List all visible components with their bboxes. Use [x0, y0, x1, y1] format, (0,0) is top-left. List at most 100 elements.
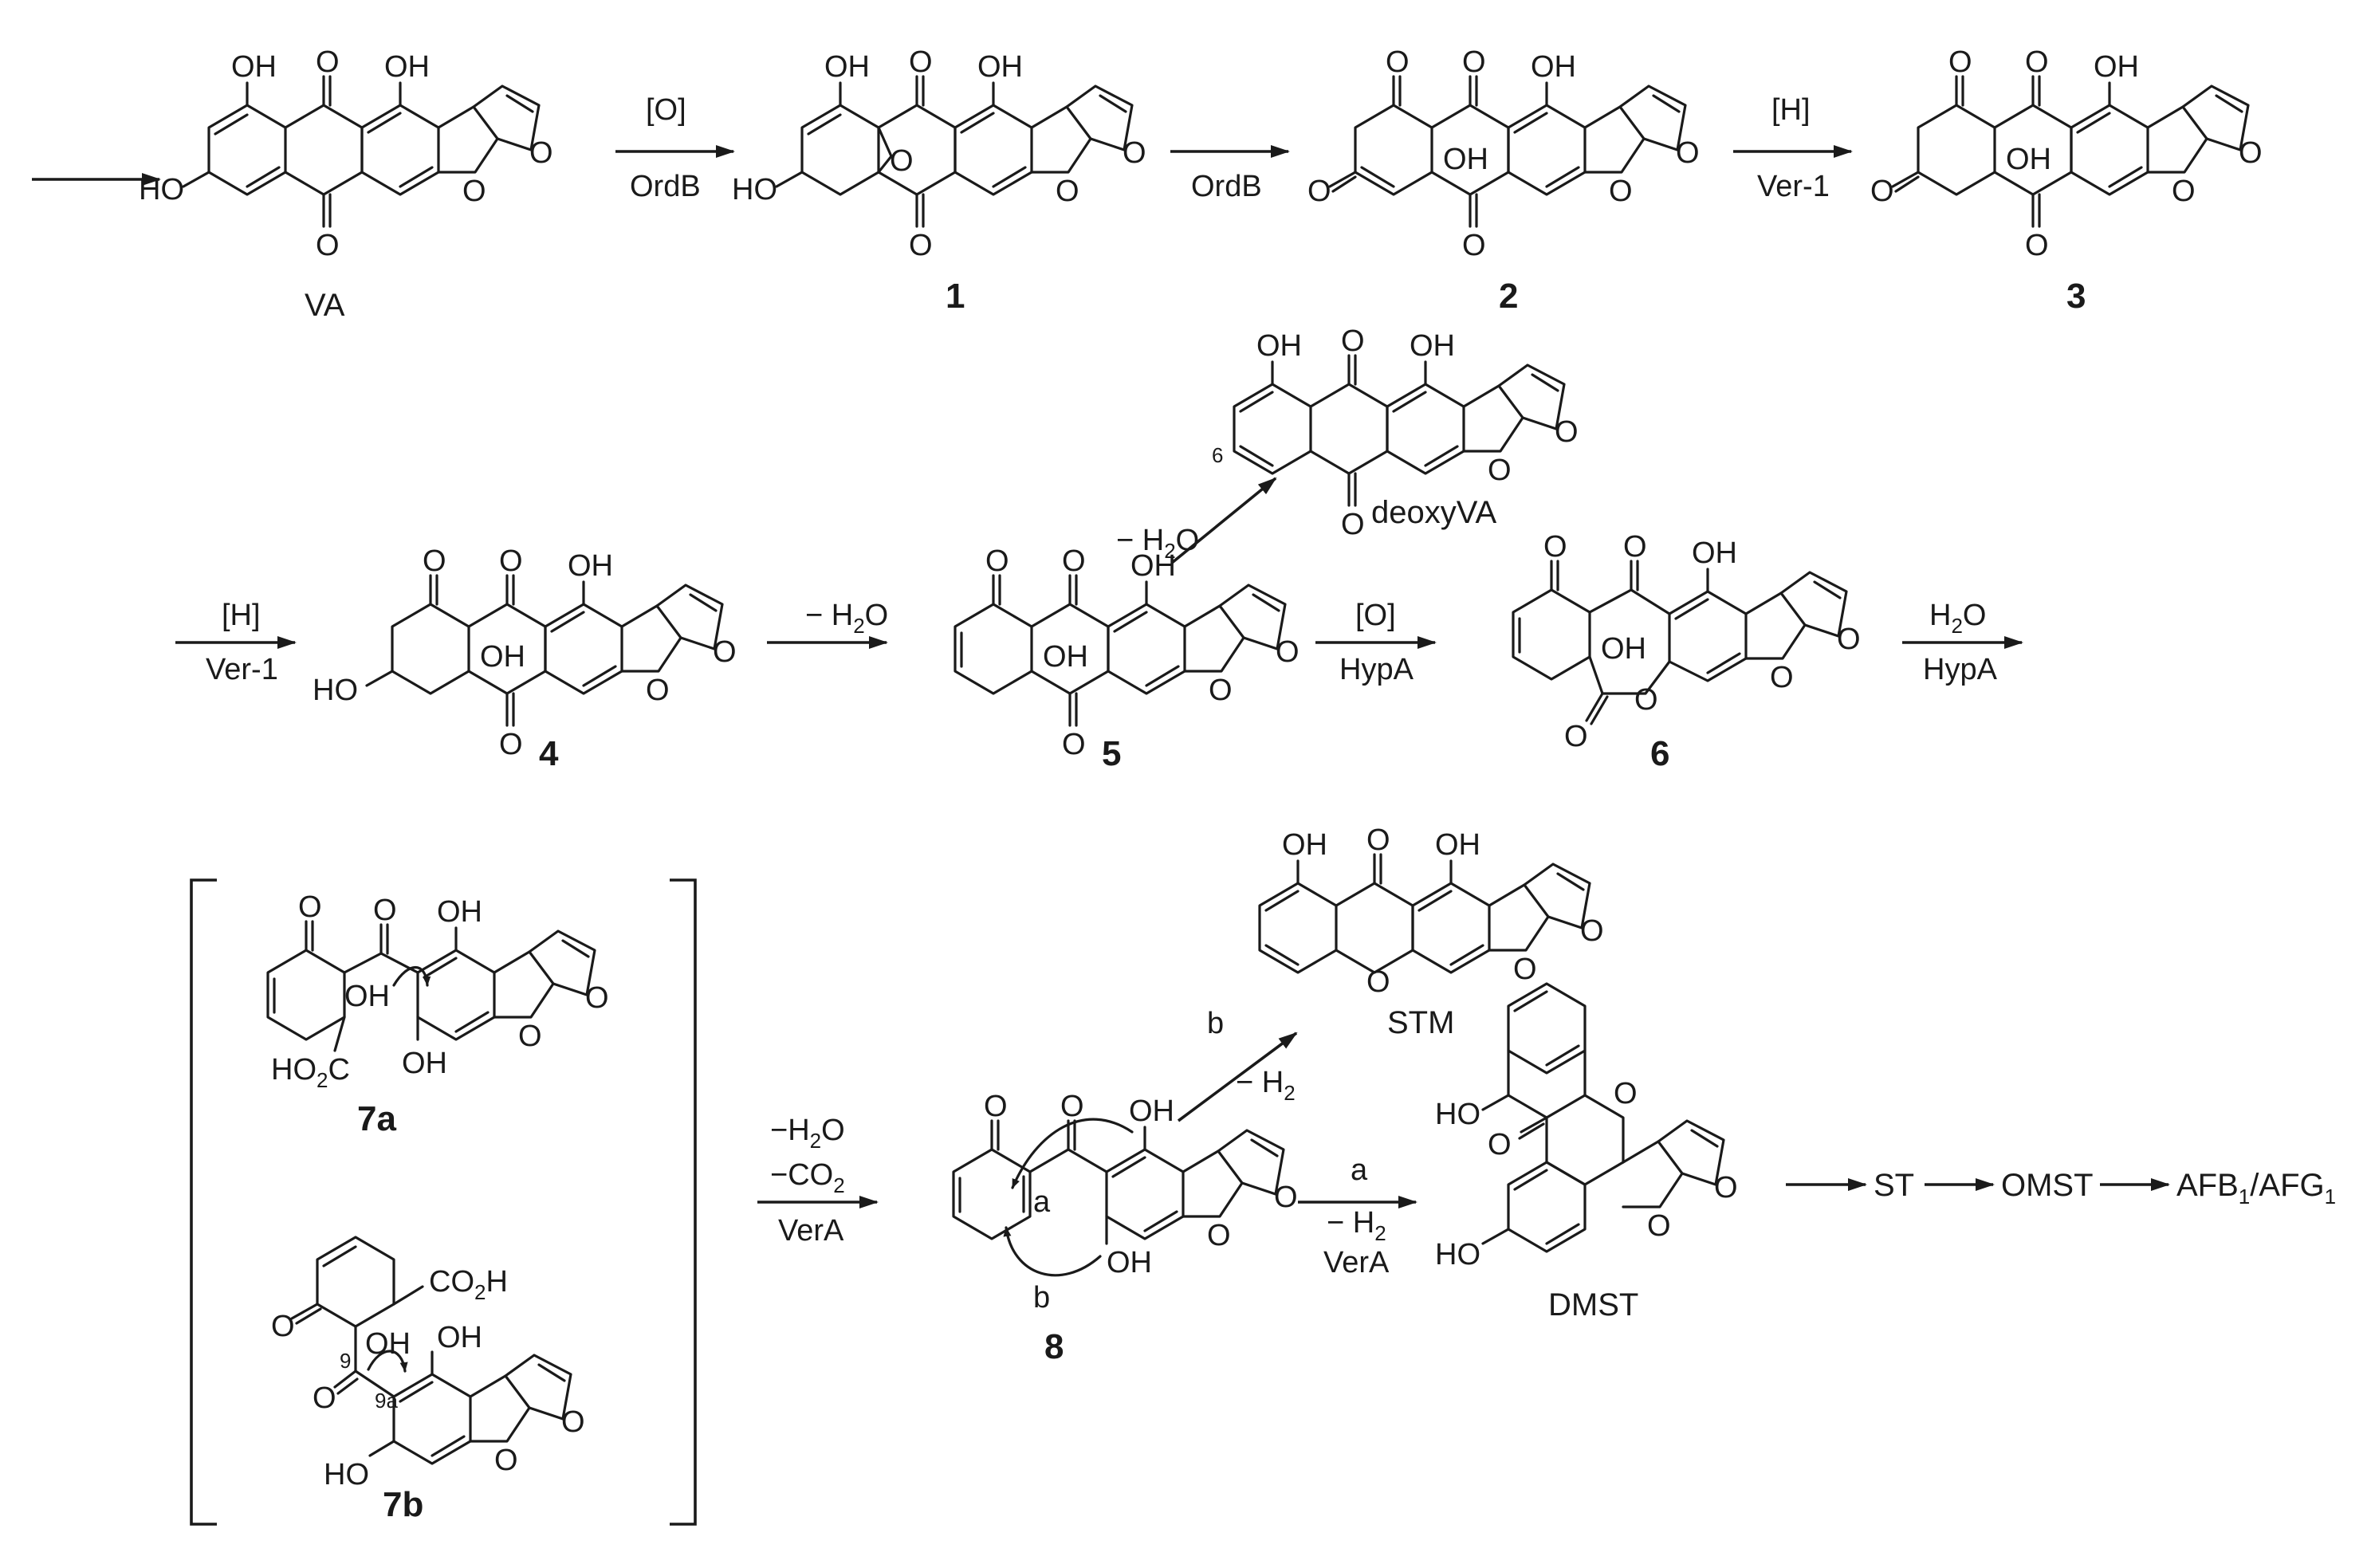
svg-text:O: O [1386, 45, 1410, 79]
svg-text:OH: OH [1692, 536, 1737, 570]
compound-DMST: HO O O HO O O [1435, 982, 1738, 1271]
reagent-8-bottom: VerA [778, 1214, 844, 1248]
svg-text:OH: OH [1256, 329, 1302, 363]
svg-text:O: O [518, 1020, 542, 1053]
svg-text:OH: OH [1282, 828, 1327, 862]
compound-7b: CO2H O OH OH O HO O O 9 9a [271, 1236, 585, 1491]
reagent-7-top: H2O [1929, 599, 1986, 638]
label-6: 6 [1650, 734, 1669, 773]
reagent-4-top: [H] [222, 599, 261, 632]
svg-text:OH: OH [437, 895, 482, 929]
reagent-deoxy: − H2O [1116, 524, 1199, 563]
svg-text:OH: OH [344, 980, 390, 1013]
label-5: 5 [1102, 734, 1121, 773]
compound-3: O O OH O O OH O O [1870, 45, 2263, 262]
svg-text:O: O [1623, 530, 1647, 564]
reagent-6-bottom: HypA [1339, 653, 1414, 686]
compound-STM: OH O OH O O O [1258, 823, 1604, 999]
svg-text:O: O [985, 544, 1009, 578]
svg-text:O: O [909, 45, 933, 79]
svg-text:O: O [909, 229, 933, 262]
path-a-reagent: − H2 [1327, 1206, 1386, 1245]
svg-text:O: O [561, 1405, 585, 1439]
svg-text:OH: OH [480, 640, 525, 674]
label-OMST: OMST [2001, 1168, 2094, 1203]
compound-8: O O OH OH O O a b [952, 1090, 1298, 1315]
svg-text:HO: HO [1435, 1098, 1480, 1131]
svg-text:OH: OH [231, 50, 277, 84]
path-b-label: b [1207, 1007, 1224, 1040]
svg-text:O: O [499, 728, 523, 761]
svg-text:O: O [1770, 661, 1794, 694]
arrow-5-to-deoxyVA [1170, 477, 1277, 564]
compound-2: O O OH O O OH O O [1307, 45, 1700, 262]
reagent-7-bottom: HypA [1923, 653, 1998, 686]
svg-text:O: O [529, 136, 553, 170]
svg-text:HO: HO [139, 173, 184, 206]
svg-text:O: O [1714, 1171, 1738, 1204]
svg-text:OH: OH [824, 50, 870, 84]
svg-text:OH: OH [437, 1321, 482, 1354]
svg-text:O: O [1209, 674, 1233, 707]
svg-text:O: O [1676, 136, 1700, 170]
svg-text:OH: OH [2006, 143, 2051, 176]
svg-text:O: O [2025, 45, 2049, 79]
compound-7a: O O OH OH HO2C OH O O [266, 890, 609, 1092]
compound-5: O O OH O OH O O [954, 544, 1300, 761]
svg-text:OH: OH [402, 1047, 447, 1080]
svg-text:O: O [2239, 136, 2263, 170]
svg-text:O: O [1062, 728, 1086, 761]
svg-text:O: O [499, 544, 523, 578]
reagent-5-top: − H2O [805, 599, 888, 638]
svg-text:O: O [1488, 1128, 1512, 1161]
svg-text:HO: HO [324, 1458, 369, 1491]
svg-text:O: O [373, 894, 397, 927]
svg-text:OH: OH [2094, 50, 2139, 84]
svg-text:O: O [1837, 623, 1861, 656]
svg-text:O: O [2172, 175, 2196, 208]
svg-text:HO: HO [313, 674, 358, 707]
svg-text:O: O [1462, 229, 1486, 262]
svg-text:O: O [1564, 720, 1588, 753]
svg-text:O: O [2025, 229, 2049, 262]
label-8: 8 [1044, 1327, 1064, 1366]
label-deoxyVA: deoxyVA [1371, 495, 1496, 530]
path-b-reagent: − H2 [1236, 1066, 1296, 1105]
svg-text:O: O [1647, 1209, 1671, 1243]
svg-text:O: O [1341, 508, 1365, 541]
compound-deoxyVA: OH O OH O O O 6 [1212, 324, 1579, 541]
svg-text:HO2C: HO2C [271, 1053, 350, 1092]
svg-text:O: O [1870, 175, 1894, 208]
svg-text:O: O [890, 144, 914, 178]
svg-text:O: O [585, 981, 609, 1015]
label-ST: ST [1874, 1168, 1914, 1203]
svg-text:O: O [984, 1090, 1008, 1123]
arrow-label-b: b [1033, 1281, 1050, 1315]
svg-text:O: O [298, 890, 322, 924]
label-7a: 7a [357, 1099, 396, 1138]
reagent-1-bottom: OrdB [630, 170, 701, 203]
reagent-8-line2: −CO2 [770, 1158, 845, 1197]
bracket [190, 878, 697, 1526]
svg-text:O: O [1609, 175, 1633, 208]
svg-text:O: O [1555, 415, 1579, 449]
label-7b: 7b [383, 1485, 423, 1524]
label-1: 1 [946, 277, 965, 316]
path-a-label: a [1351, 1153, 1368, 1187]
svg-text:O: O [1634, 683, 1658, 717]
svg-text:OH: OH [1435, 828, 1480, 862]
svg-text:OH: OH [1107, 1246, 1152, 1279]
svg-text:O: O [313, 1381, 336, 1415]
svg-text:O: O [1614, 1077, 1638, 1110]
svg-text:O: O [271, 1310, 295, 1343]
position-6: 6 [1212, 443, 1223, 467]
svg-text:O: O [462, 175, 486, 208]
svg-text:O: O [423, 544, 446, 578]
svg-text:CO2H: CO2H [429, 1265, 508, 1304]
svg-text:OH: OH [977, 50, 1023, 84]
arrow-8-to-STM [1177, 1032, 1298, 1122]
reagent-4-bottom: Ver-1 [206, 653, 278, 686]
svg-text:O: O [316, 229, 340, 262]
svg-text:O: O [1513, 953, 1537, 986]
